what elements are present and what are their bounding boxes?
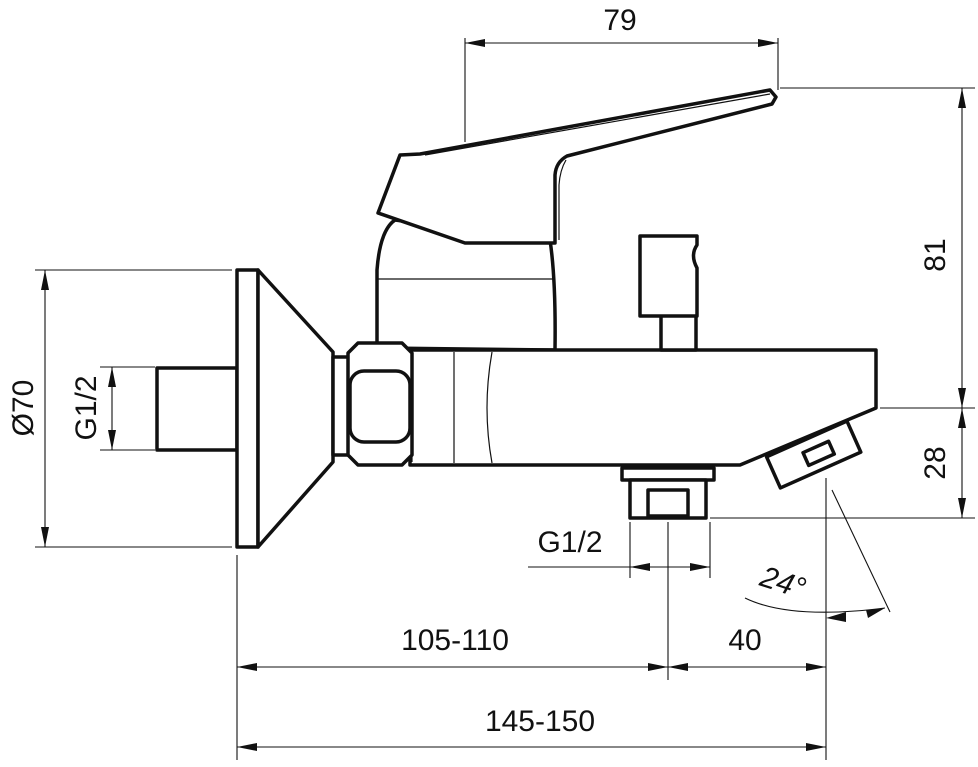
dim-inlet-thread: G1/2: [70, 375, 103, 440]
lever-handle: [376, 88, 778, 245]
dim-total-projection: 145-150: [485, 705, 595, 738]
dim-spout-angle: 24°: [755, 560, 809, 606]
diverter-knob: [638, 234, 699, 352]
inlet-pipe: [155, 366, 239, 452]
dim-wall-plate-diameter: Ø70: [7, 380, 40, 437]
dim-wall-to-outlet: 105-110: [401, 624, 509, 657]
dim-outlet-to-spout: 40: [728, 624, 761, 657]
hex-nut: [346, 341, 414, 467]
wall-plate: [235, 268, 352, 549]
spout-aerator: [764, 419, 863, 490]
dimension-lines: [35, 38, 975, 760]
shower-outlet: [620, 466, 716, 520]
dim-outlet-thread: G1/2: [537, 526, 602, 559]
dim-height-above-spout: 81: [919, 238, 952, 271]
dim-lever-reach: 79: [603, 4, 636, 37]
dim-spout-drop: 28: [919, 446, 952, 479]
